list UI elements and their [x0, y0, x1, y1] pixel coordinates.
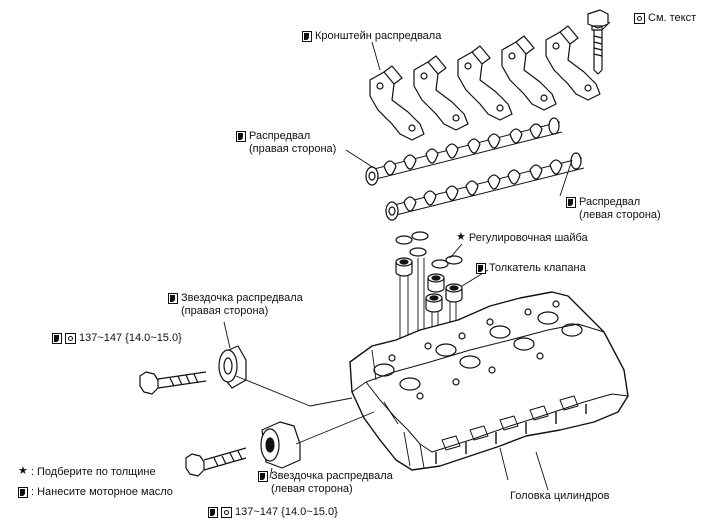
- oil-icon: [302, 31, 312, 42]
- label-camshaft-bracket: Кронштейн распредвала: [302, 30, 441, 43]
- label-sprocket-right: Звездочка распредвала (правая сторона): [168, 292, 303, 318]
- label-valve-lifter: Толкатель клапана: [476, 262, 586, 275]
- label-sprocket-left-line2: (левая сторона): [271, 483, 353, 495]
- legend-oil: : Нанесите моторное масло: [18, 486, 173, 499]
- sprocket-right: [218, 345, 247, 389]
- oil-icon: [18, 487, 28, 498]
- legend-star-text: : Подберите по толщине: [30, 466, 156, 478]
- label-cylinder-head-text: Головка цилиндров: [510, 490, 610, 502]
- label-camshaft-right: Распредвал (правая сторона): [236, 130, 336, 156]
- label-cylinder-head: Головка цилиндров: [510, 490, 609, 503]
- label-torque-top-text: 137~147 {14.0~15.0}: [79, 332, 182, 344]
- label-torque-bottom: 137~147 {14.0~15.0}: [208, 506, 338, 519]
- label-camshaft-left-line1: Распредвал: [579, 196, 641, 208]
- label-valve-lifter-text: Толкатель клапана: [489, 262, 586, 274]
- label-torque-bottom-text: 137~147 {14.0~15.0}: [235, 506, 338, 518]
- label-camshaft-left: Распредвал (левая сторона): [566, 196, 661, 222]
- sprocket-left: [260, 421, 301, 469]
- legend-oil-text: : Нанесите моторное масло: [31, 486, 173, 498]
- oil-icon: [208, 507, 218, 518]
- wrench-icon: [221, 507, 232, 518]
- label-sprocket-left: Звездочка распредвала (левая сторона): [258, 470, 393, 496]
- cylinder-head: [349, 291, 629, 471]
- label-see-text-text: См. текст: [648, 12, 697, 24]
- label-see-text: См. текст: [634, 12, 696, 25]
- camshaft-right: [365, 117, 563, 186]
- wrench-icon: [634, 13, 645, 24]
- oil-icon: [258, 471, 268, 482]
- label-adjusting-shim-text: Регулировочная шайба: [468, 232, 588, 244]
- label-camshaft-right-line1: Распредвал: [249, 130, 311, 142]
- label-camshaft-right-line2: (правая сторона): [249, 143, 337, 155]
- camshaft-left: [385, 152, 585, 221]
- label-adjusting-shim: ★ Регулировочная шайба: [456, 231, 588, 245]
- star-icon: ★: [456, 231, 466, 243]
- oil-icon: [566, 197, 576, 208]
- label-sprocket-right-line1: Звездочка распредвала: [181, 292, 303, 304]
- label-torque-top: 137~147 {14.0~15.0}: [52, 332, 182, 345]
- sprocket-bolt-right: [139, 371, 207, 395]
- label-sprocket-left-line1: Звездочка распредвала: [271, 470, 393, 482]
- label-camshaft-bracket-text: Кронштейн распредвала: [315, 30, 442, 42]
- legend-star: ★ : Подберите по толщине: [18, 465, 156, 479]
- shims-and-lifters: [395, 231, 463, 313]
- label-sprocket-right-line2: (правая сторона): [181, 305, 269, 317]
- bracket-bolt: [587, 9, 609, 75]
- oil-icon: [236, 131, 246, 142]
- oil-icon: [476, 263, 486, 274]
- sprocket-bolt-left: [185, 447, 247, 477]
- oil-icon: [52, 333, 62, 344]
- wrench-icon: [65, 333, 76, 344]
- label-camshaft-left-line2: (левая сторона): [579, 209, 661, 221]
- star-icon: ★: [18, 465, 28, 477]
- camshaft-brackets: [369, 25, 601, 141]
- oil-icon: [168, 293, 178, 304]
